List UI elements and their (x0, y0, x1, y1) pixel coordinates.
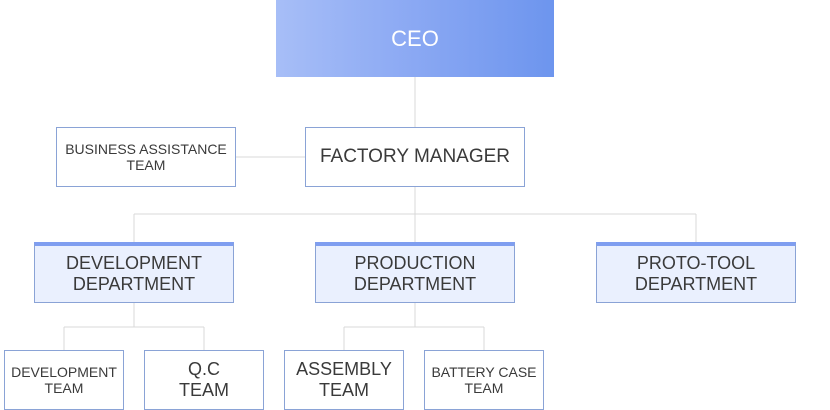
qc-team-box: Q.C TEAM (144, 350, 264, 410)
assembly-team-box: ASSEMBLY TEAM (284, 350, 404, 410)
ceo-box: CEO (276, 0, 554, 77)
development-team-box: DEVELOPMENT TEAM (4, 350, 124, 410)
factory-manager-box: FACTORY MANAGER (305, 127, 525, 187)
production-department-box: PRODUCTION DEPARTMENT (315, 242, 515, 303)
business-assistance-team-box: BUSINESS ASSISTANCE TEAM (56, 127, 236, 187)
proto-tool-department-box: PROTO-TOOL DEPARTMENT (596, 242, 796, 303)
battery-case-team-box: BATTERY CASE TEAM (424, 350, 544, 410)
development-department-box: DEVELOPMENT DEPARTMENT (34, 242, 234, 303)
